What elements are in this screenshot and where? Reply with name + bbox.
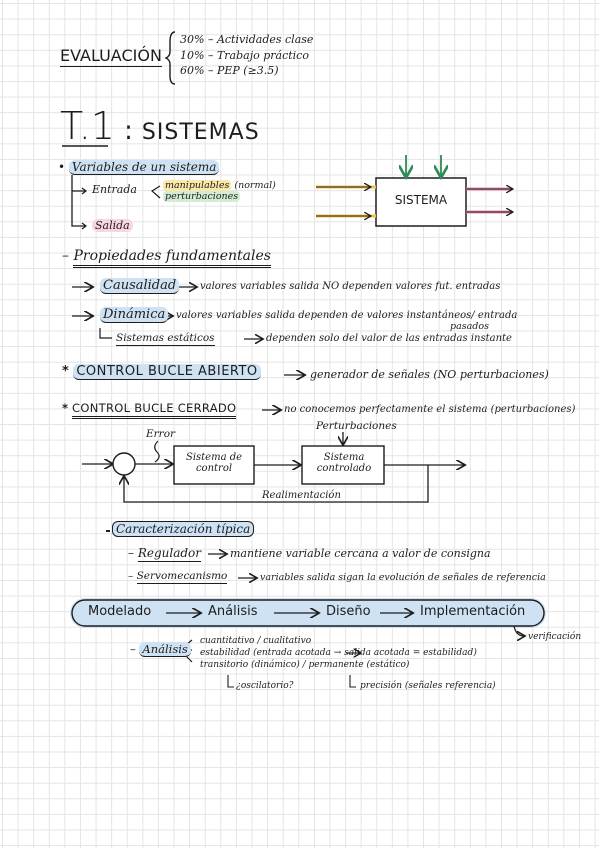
summing-junction	[112, 452, 136, 476]
analisis-line: cuantitativo / cualitativo	[200, 636, 312, 646]
flow-step: Diseño	[326, 604, 371, 619]
controlled-system-block	[301, 445, 385, 485]
evaluation-list: 30% – Actividades clase 10% – Trabajo pr…	[180, 32, 313, 79]
servomecanismo-desc: variables salida sigan la evolución de s…	[260, 572, 546, 583]
topic-heading: T.1 : SISTEMAS	[60, 104, 260, 148]
sistema-block	[375, 177, 467, 227]
causalidad-term: Causalidad	[100, 278, 180, 294]
analisis-line: transitorio (dinámico) / permanente (est…	[200, 660, 410, 670]
realimentacion-label: Realimentación	[262, 490, 341, 501]
topic-separator: :	[124, 116, 133, 146]
feedback-path	[124, 465, 429, 503]
salida-label: Salida	[92, 219, 133, 232]
bucle-abierto-desc: generador de señales (NO perturbaciones)	[310, 368, 549, 381]
topic-title: SISTEMAS	[141, 120, 260, 145]
dinamica-desc: valores variables salida dependen de val…	[176, 310, 518, 321]
sistema-block-label: SISTEMA	[394, 193, 448, 207]
caracterizacion-heading: Caracterización típica	[112, 521, 255, 537]
verificacion-label: verificación	[528, 632, 582, 642]
flow-step: Modelado	[88, 604, 152, 619]
perturbaciones-label: perturbaciones	[163, 191, 241, 202]
variables-heading: Variables de un sistema	[68, 160, 220, 175]
normal-label: (normal)	[234, 180, 276, 191]
eval-item: 60% – PEP (≥3.5)	[180, 64, 279, 77]
propiedades-heading: Propiedades fundamentales	[73, 248, 271, 268]
entrada-brace	[150, 185, 161, 199]
entrada-label: Entrada	[92, 183, 137, 196]
error-squiggle	[154, 440, 160, 463]
bucle-cerrado-term: CONTROL BUCLE CERRADO	[72, 401, 237, 419]
servomecanismo-term: Servomecanismo	[136, 570, 228, 584]
oscilatorio-label: ¿oscilatorio?	[236, 681, 294, 691]
error-label: Error	[146, 428, 176, 440]
analisis-list: cuantitativo / cualitativo estabilidad (…	[200, 635, 477, 671]
pasados-label: pasados	[450, 321, 489, 332]
eval-brace	[164, 31, 176, 85]
analisis-term: Análisis	[139, 642, 191, 657]
perturbaciones-label-loop: Perturbaciones	[316, 420, 397, 432]
dinamica-term: Dinámica	[100, 307, 169, 323]
bucle-abierto-term: CONTROL BUCLE ABIERTO	[73, 364, 261, 380]
eval-item: 30% – Actividades clase	[180, 33, 314, 46]
analisis-line: estabilidad (entrada acotada → salida ac…	[200, 648, 477, 658]
evaluation-title: EVALUACIÓN	[60, 46, 162, 67]
causalidad-desc: valores variables salida NO dependen val…	[200, 281, 501, 292]
estaticos-desc: dependen solo del valor de las entradas …	[266, 333, 512, 344]
flow-step: Implementación	[420, 604, 526, 619]
flow-outline	[71, 599, 545, 627]
eval-item: 10% – Trabajo práctico	[180, 48, 309, 62]
entrada-types: manipulables (normal) perturbaciones	[163, 180, 276, 202]
precision-label: precisión (señales referencia)	[360, 681, 496, 691]
variables-tree-lines	[71, 175, 86, 227]
regulador-term: Regulador	[137, 546, 202, 562]
bucle-cerrado-desc: no conocemos perfectamente el sistema (p…	[284, 404, 576, 415]
estaticos-term: Sistemas estáticos	[116, 332, 215, 346]
controlled-block-label: Sistema controlado	[316, 452, 372, 474]
manipulables-label: manipulables	[163, 180, 232, 191]
regulador-desc: mantiene variable cercana a valor de con…	[230, 547, 491, 560]
control-block-label: Sistema de control	[185, 452, 243, 474]
flow-step: Análisis	[208, 604, 258, 619]
topic-number: T.1	[60, 104, 115, 148]
